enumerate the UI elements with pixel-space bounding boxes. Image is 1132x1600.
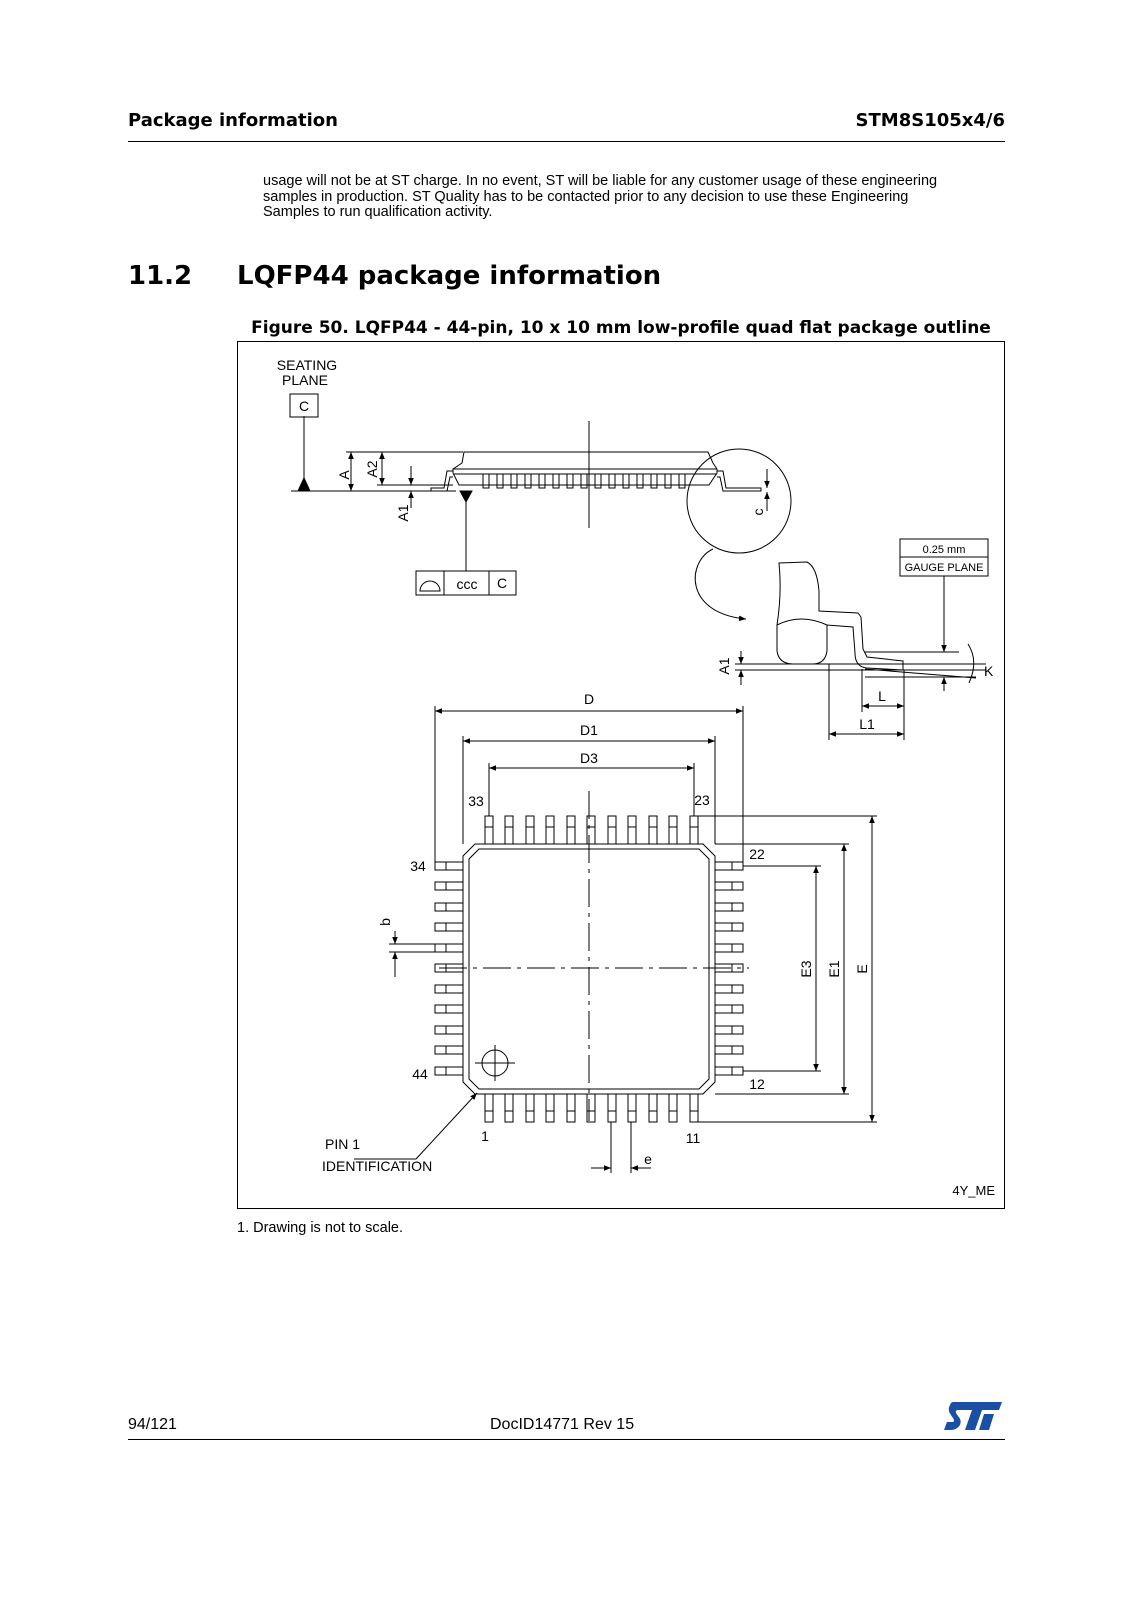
intro-paragraph: usage will not be at ST charge. In no ev… xyxy=(263,173,1003,221)
intro-line: usage will not be at ST charge. In no ev… xyxy=(263,173,938,189)
dim-l-label: L xyxy=(878,688,886,704)
pin-number-label: 23 xyxy=(694,792,710,808)
pin-number-label: 34 xyxy=(410,858,426,874)
page-number: 94/121 xyxy=(128,1416,177,1433)
seating-plane-label: PLANE xyxy=(282,372,328,388)
dim-d1-label: D1 xyxy=(580,722,598,738)
footnote: 1. Drawing is not to scale. xyxy=(237,1220,404,1236)
intro-line: samples in production. ST Quality has to… xyxy=(263,188,909,205)
pin-number-label: 12 xyxy=(749,1076,765,1092)
seating-plane-label: SEATING xyxy=(277,357,337,373)
pin1-identification-label: IDENTIFICATION xyxy=(322,1158,432,1174)
st-logo xyxy=(944,1402,1002,1430)
pin-number-label: 33 xyxy=(468,793,484,809)
section-number: 11.2 xyxy=(128,261,193,291)
footer-rule xyxy=(128,1439,1005,1440)
dim-l1-label: L1 xyxy=(859,716,875,732)
gauge-plane-label: GAUGE PLANE xyxy=(905,562,984,574)
dim-a-label: A xyxy=(336,470,352,480)
figure-caption: Figure 50. LQFP44 - 44-pin, 10 x 10 mm l… xyxy=(251,318,991,338)
intro-line: Samples to run qualification activity. xyxy=(263,204,493,220)
header-rule xyxy=(128,141,1005,142)
dim-a1-detail-label: A1 xyxy=(716,657,732,674)
dim-a1-label: A1 xyxy=(395,504,411,521)
lead-detail-view xyxy=(735,538,989,740)
dim-e-label: E xyxy=(854,964,870,973)
ccc-label: ccc xyxy=(457,576,478,592)
dim-b-label: b xyxy=(377,918,393,926)
dim-e1-label: E1 xyxy=(826,960,842,977)
ccc-ref-label: C xyxy=(497,575,507,591)
pin-number-label: 1 xyxy=(481,1128,489,1144)
dim-a2-label: A2 xyxy=(364,460,380,477)
dim-d3-label: D3 xyxy=(580,750,598,766)
dim-e3-label: E3 xyxy=(798,960,814,977)
pitch-e-label: e xyxy=(644,1151,652,1167)
dim-k-label: K xyxy=(984,663,994,679)
header-part-number: STM8S105x4/6 xyxy=(855,110,1005,131)
dim-d-label: D xyxy=(584,691,594,707)
section-title: LQFP44 package information xyxy=(237,261,662,291)
pin-number-label: 22 xyxy=(749,846,765,862)
datum-c-label: C xyxy=(299,398,309,414)
gauge-value-label: 0.25 mm xyxy=(923,544,966,556)
package-outline-drawing: SEATING PLANE C A A2 A1 c ccc C A1 0.25 … xyxy=(277,357,996,1198)
pin-number-label: 44 xyxy=(412,1066,428,1082)
top-view xyxy=(354,706,877,1173)
header-section-title: Package information xyxy=(128,110,338,131)
pin-number-label: 11 xyxy=(686,1130,701,1146)
doc-id: DocID14771 Rev 15 xyxy=(490,1416,635,1433)
dim-c-label: c xyxy=(750,509,766,516)
pin1-identification-label: PIN 1 xyxy=(325,1136,360,1152)
figure-code: 4Y_ME xyxy=(952,1183,995,1198)
figure-frame: SEATING PLANE C A A2 A1 c ccc C A1 0.25 … xyxy=(237,341,1005,1209)
side-view xyxy=(289,393,792,622)
